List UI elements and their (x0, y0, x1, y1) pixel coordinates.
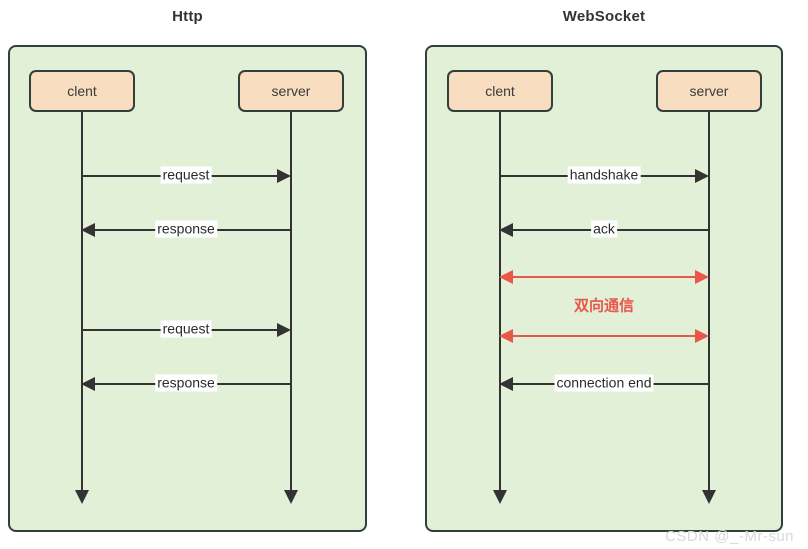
lifeline-end-arrow-ws-server (702, 490, 716, 504)
arrowhead-right-http-request-2 (277, 323, 291, 337)
lifeline-http-server (290, 112, 292, 497)
arrowhead-left-http-response-1 (81, 223, 95, 237)
arrowhead-right-ws-handshake (695, 169, 709, 183)
message-label-ws-connection-end: connection end (554, 374, 654, 392)
lifeline-http-client (81, 112, 83, 497)
note-label-ws-duplex: 双向通信 (573, 296, 635, 315)
panel-websocket (425, 45, 783, 532)
message-label-ws-ack: ack (591, 220, 617, 238)
arrowhead-left-ws-duplex-1 (499, 270, 513, 284)
actor-label: server (271, 83, 311, 99)
message-label-http-response-1: response (155, 220, 217, 238)
message-label-http-request-2: request (160, 320, 212, 338)
actor-box-http-server[interactable]: server (238, 70, 344, 112)
watermark-text: CSDN @_-Mr-sun (665, 528, 794, 545)
panel-title-http: Http (172, 8, 203, 25)
actor-label: clent (485, 83, 515, 99)
lifeline-ws-client (499, 112, 501, 497)
arrowhead-left-ws-ack (499, 223, 513, 237)
panel-title-websocket: WebSocket (562, 8, 646, 25)
lifeline-end-arrow-ws-client (493, 490, 507, 504)
actor-label: clent (67, 83, 97, 99)
message-label-http-response-2: response (155, 374, 217, 392)
arrowhead-right-ws-duplex-2 (695, 329, 709, 343)
arrowhead-right-ws-duplex-1 (695, 270, 709, 284)
arrowhead-left-http-response-2 (81, 377, 95, 391)
actor-label: server (689, 83, 729, 99)
lifeline-ws-server (708, 112, 710, 497)
message-label-http-request-1: request (160, 166, 212, 184)
message-line-ws-duplex-1 (512, 276, 696, 278)
lifeline-end-arrow-http-server (284, 490, 298, 504)
panel-http (8, 45, 367, 532)
lifeline-end-arrow-http-client (75, 490, 89, 504)
arrowhead-right-http-request-1 (277, 169, 291, 183)
arrowhead-left-ws-duplex-2 (499, 329, 513, 343)
actor-box-ws-server[interactable]: server (656, 70, 762, 112)
arrowhead-left-ws-connection-end (499, 377, 513, 391)
actor-box-http-client[interactable]: clent (29, 70, 135, 112)
message-line-ws-duplex-2 (512, 335, 696, 337)
actor-box-ws-client[interactable]: clent (447, 70, 553, 112)
message-label-ws-handshake: handshake (567, 166, 641, 184)
